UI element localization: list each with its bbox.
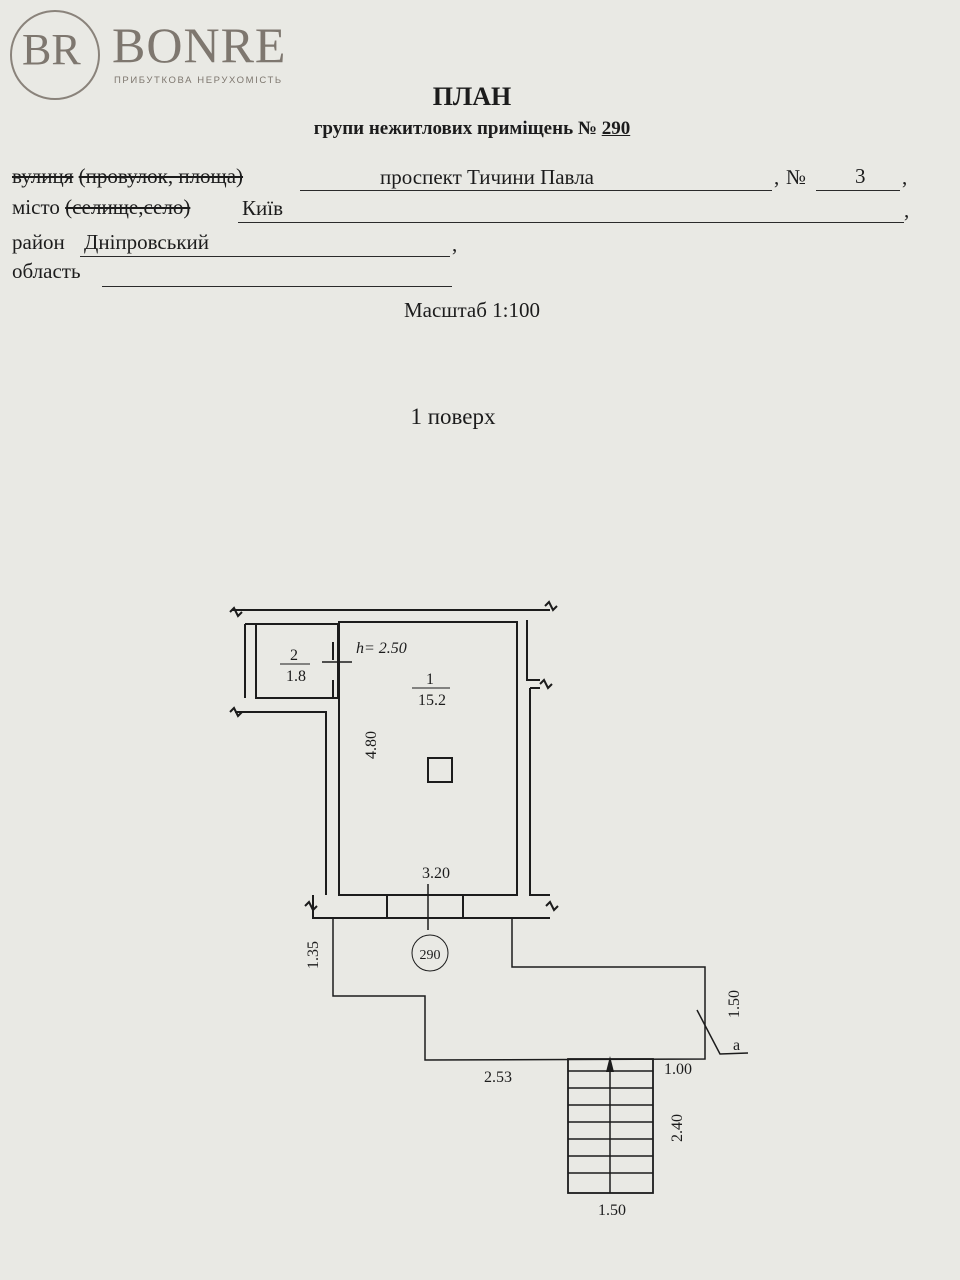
city-label-word: місто — [12, 195, 60, 219]
group-marker-circle — [411, 934, 449, 972]
dim-stairs-width: 1.50 — [598, 1202, 626, 1219]
porch-outline — [332, 918, 706, 1061]
wall-right — [526, 620, 550, 896]
room-1-area: 15.2 — [418, 692, 446, 709]
scale-label: Масштаб 1:100 — [403, 298, 540, 322]
street-comma: , — [774, 165, 780, 189]
street-label-word: вулиця — [12, 164, 74, 188]
floor-label: 1 поверх — [410, 404, 496, 429]
district-label: район — [12, 230, 65, 254]
number-comma: , — [902, 165, 908, 189]
city-value: Київ — [242, 196, 283, 220]
dim-porch-step: 1.00 — [664, 1061, 692, 1078]
district-comma: , — [452, 232, 458, 256]
document-title: ПЛАН — [432, 82, 512, 111]
column-square — [427, 757, 453, 783]
subtitle-text: групи нежитлових приміщень № — [313, 118, 597, 139]
wall-left — [235, 624, 550, 919]
room-2-area: 1.8 — [286, 668, 306, 685]
logo-circle — [10, 10, 100, 100]
logo-monogram: BR — [22, 25, 81, 74]
dim-room1-length: 4.80 — [363, 731, 380, 759]
street-label: вулиця (провулок, площа) — [12, 164, 243, 188]
number-label: № — [786, 165, 807, 189]
document-subtitle: групи нежитлових приміщень № 290 — [0, 118, 944, 140]
dim-porch-depth: 1.35 — [305, 941, 322, 969]
street-label-struck: (провулок, площа) — [78, 164, 244, 188]
window — [386, 895, 464, 918]
dim-porch-side: 1.50 — [726, 990, 743, 1018]
room-1-number: 1 — [426, 671, 434, 688]
city-label: місто (селище,село) — [12, 195, 190, 219]
logo-tagline: ПРИБУТКОВА НЕРУХОМІСТЬ — [114, 75, 283, 86]
region-label: область — [12, 259, 81, 283]
street-value: проспект Тичини Павла — [380, 165, 594, 189]
logo-name: BONRE — [112, 17, 287, 73]
group-number: 290 — [601, 118, 631, 139]
room-2-number: 2 — [290, 647, 298, 664]
stairs-arrow-icon — [606, 1056, 614, 1072]
porch-letter: a — [733, 1037, 740, 1054]
dim-porch-length: 2.53 — [484, 1069, 512, 1086]
group-marker: 290 — [420, 948, 441, 963]
city-comma: , — [904, 198, 910, 222]
dim-room1-width: 3.20 — [422, 865, 450, 882]
dim-stairs-length: 2.40 — [669, 1114, 686, 1142]
city-label-struck: (селище,село) — [65, 195, 191, 219]
ceiling-height: h= 2.50 — [356, 640, 407, 657]
district-value: Дніпровський — [84, 230, 210, 254]
number-value: 3 — [855, 164, 866, 188]
